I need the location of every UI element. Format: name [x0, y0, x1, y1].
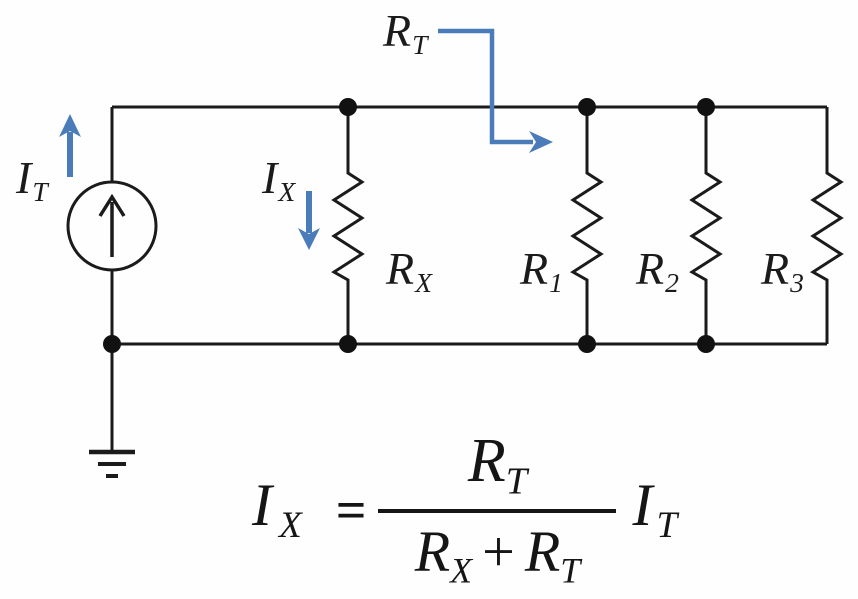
- r2-label-sub: 2: [665, 267, 679, 299]
- formula-num-sub: T: [505, 460, 528, 503]
- formula-lhs-sub: X: [278, 504, 302, 546]
- rx-label-sub: X: [415, 267, 432, 299]
- resistor-rx-element: [331, 107, 365, 344]
- rx-label: RX: [386, 246, 432, 297]
- r2-label-main: R: [636, 243, 665, 294]
- current-source-arrow-icon: [98, 193, 126, 257]
- rt-pointer-arrow-icon: [438, 28, 553, 153]
- r1-label: R1: [520, 246, 563, 297]
- rt-label-main: R: [383, 5, 412, 56]
- formula-num-main: R: [467, 427, 506, 495]
- junction-dot: [103, 335, 121, 353]
- formula-denominator: RX+RT: [415, 513, 581, 591]
- ix-label-sub: X: [278, 176, 296, 208]
- junction-dot: [339, 335, 357, 353]
- r3-label: R3: [761, 246, 804, 297]
- rx-label-main: R: [386, 243, 415, 294]
- formula-equals: =: [335, 479, 367, 540]
- it-direction-arrow-icon: [59, 114, 81, 177]
- formula-lhs-main: I: [252, 472, 272, 539]
- formula-rhs-main: I: [632, 472, 653, 539]
- r1-label-main: R: [520, 243, 549, 294]
- ix-label: IX: [262, 155, 295, 206]
- fraction-bar: [378, 508, 617, 513]
- ix-label-main: I: [262, 152, 278, 203]
- junction-dots: [103, 98, 715, 353]
- r2-label: R2: [636, 246, 679, 297]
- resistor-r1-element: [570, 107, 604, 344]
- it-label: IT: [16, 155, 48, 206]
- formula-den-right-sub: T: [560, 550, 581, 591]
- resistor-r2-element: [689, 107, 723, 344]
- formula-numerator: RT: [468, 428, 527, 509]
- junction-dot: [578, 335, 596, 353]
- formula-fraction: RT RX+RT: [378, 428, 617, 591]
- junction-dot: [578, 98, 596, 116]
- current-source-circle: [66, 180, 158, 272]
- formula-rhs-sub: T: [656, 504, 678, 546]
- it-label-sub: T: [32, 176, 48, 208]
- rt-label-sub: T: [412, 29, 428, 61]
- formula-den-left-sub: X: [450, 550, 473, 591]
- rt-label: RT: [383, 8, 427, 59]
- formula-den-left-main: R: [414, 518, 451, 584]
- formula-den-right-main: R: [524, 518, 561, 584]
- junction-dot: [339, 98, 357, 116]
- it-label-main: I: [16, 152, 32, 203]
- resistor-r3-element: [810, 107, 844, 344]
- junction-dot: [697, 98, 715, 116]
- r1-label-sub: 1: [549, 267, 563, 299]
- ix-direction-arrow-icon: [298, 191, 320, 250]
- ground-icon: [89, 449, 135, 478]
- formula-den-plus: +: [482, 518, 515, 584]
- r3-label-sub: 3: [790, 267, 804, 299]
- r3-label-main: R: [761, 243, 790, 294]
- junction-dot: [697, 335, 715, 353]
